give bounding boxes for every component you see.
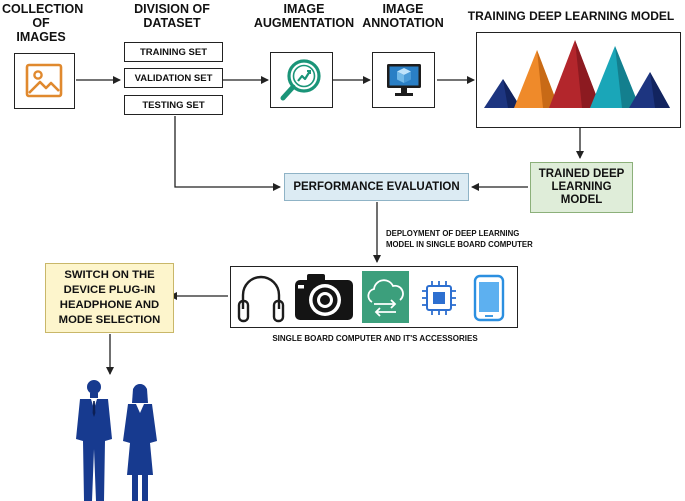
cloud-sync-tile (362, 271, 409, 323)
arrow-testing-to-evaluation (174, 116, 281, 191)
header-image-annotation: IMAGE ANNOTATION (362, 2, 444, 30)
header-training-deep-learning-model: TRAINING DEEP LEARNING MODEL (467, 9, 675, 23)
training-model-box (476, 32, 681, 128)
tablet-icon (473, 274, 505, 322)
processor-chip-icon (422, 281, 456, 315)
deployment-note: DEPLOYMENT OF DEEP LEARNING MODEL IN SIN… (386, 229, 533, 249)
header-image-augmentation: IMAGE AUGMENTATION (253, 2, 355, 30)
trained-model-label: TRAINED DEEP LEARNING MODEL (538, 168, 625, 206)
collection-images-box (14, 53, 75, 109)
header-division-of-dataset: DIVISION OF DATASET (134, 2, 210, 30)
augmentation-box (270, 52, 333, 108)
magnifier-chart-icon (280, 59, 321, 101)
accessories-caption: SINGLE BOARD COMPUTER AND IT'S ACCESSORI… (272, 334, 478, 343)
mountain-peaks-icon (484, 40, 670, 108)
switch-on-box: SWITCH ON THE DEVICE PLUG-IN HEADPHONE A… (45, 263, 174, 333)
validation-set-box: VALIDATION SET (124, 68, 223, 88)
trained-model-box: TRAINED DEEP LEARNING MODEL (530, 162, 633, 213)
performance-evaluation-label: PERFORMANCE EVALUATION (293, 181, 460, 193)
cloud-sync-icon (367, 279, 404, 317)
switch-on-label: SWITCH ON THE DEVICE PLUG-IN HEADPHONE A… (58, 269, 161, 326)
monitor-cube-icon (387, 64, 421, 96)
image-icon (25, 63, 63, 98)
header-collection-of-images: COLLECTION OF IMAGES (2, 2, 84, 44)
people-icon (76, 380, 157, 501)
training-set-box: TRAINING SET (124, 42, 223, 62)
camera-icon (295, 274, 353, 320)
testing-set-box: TESTING SET (124, 95, 223, 115)
headphones-icon (237, 275, 285, 323)
performance-evaluation-box: PERFORMANCE EVALUATION (284, 173, 469, 201)
annotation-box (372, 52, 435, 108)
accessories-box (230, 266, 518, 328)
